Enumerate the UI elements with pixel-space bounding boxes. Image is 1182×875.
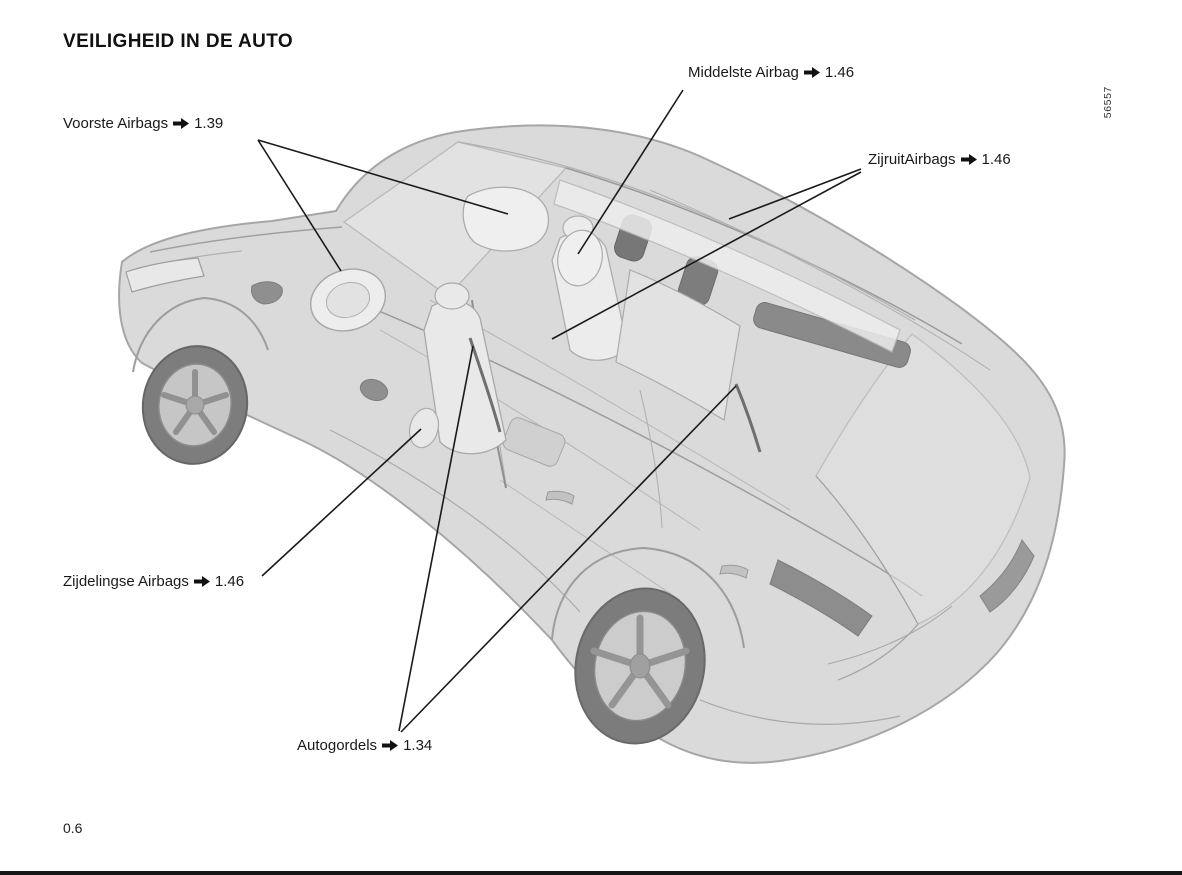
ref-arrow-icon (960, 154, 977, 165)
callout-ref: 1.46 (214, 573, 245, 590)
rear-wheel (574, 587, 706, 745)
ref-arrow-icon (173, 118, 190, 129)
callout-label: Autogordels (297, 737, 378, 754)
callout-label: Middelste Airbag (688, 64, 799, 81)
callout-seatbelts: Autogordels 1.34 (297, 737, 432, 754)
page-bottom-rule (0, 871, 1182, 875)
figure-number: 56557 (1102, 86, 1114, 119)
callout-ref: 1.34 (403, 737, 433, 754)
ref-arrow-icon (193, 576, 210, 587)
callout-label: Zijdelingse Airbags (63, 573, 189, 590)
airbags (309, 179, 901, 449)
page-title: VEILIGHEID IN DE AUTO (63, 30, 294, 52)
callout-ref: 1.46 (824, 64, 855, 81)
front-wheel (141, 345, 249, 465)
ref-arrow-icon (382, 740, 399, 751)
callout-ref: 1.39 (194, 115, 224, 132)
callout-side-airbags: Zijdelingse Airbags 1.46 (63, 573, 244, 590)
seats (423, 214, 911, 455)
callout-curtain-airbags: ZijruitAirbags 1.46 (868, 151, 1011, 168)
ref-arrow-icon (803, 67, 820, 78)
page-number: 0.6 (63, 820, 83, 836)
callout-front-airbags: Voorste Airbags 1.39 (63, 115, 223, 132)
leader-lines (257, 89, 862, 733)
callout-ref: 1.46 (981, 151, 1011, 168)
callout-middle-airbag: Middelste Airbag 1.46 (688, 64, 854, 81)
callout-label: ZijruitAirbags (868, 151, 956, 168)
callout-label: Voorste Airbags (63, 115, 169, 132)
